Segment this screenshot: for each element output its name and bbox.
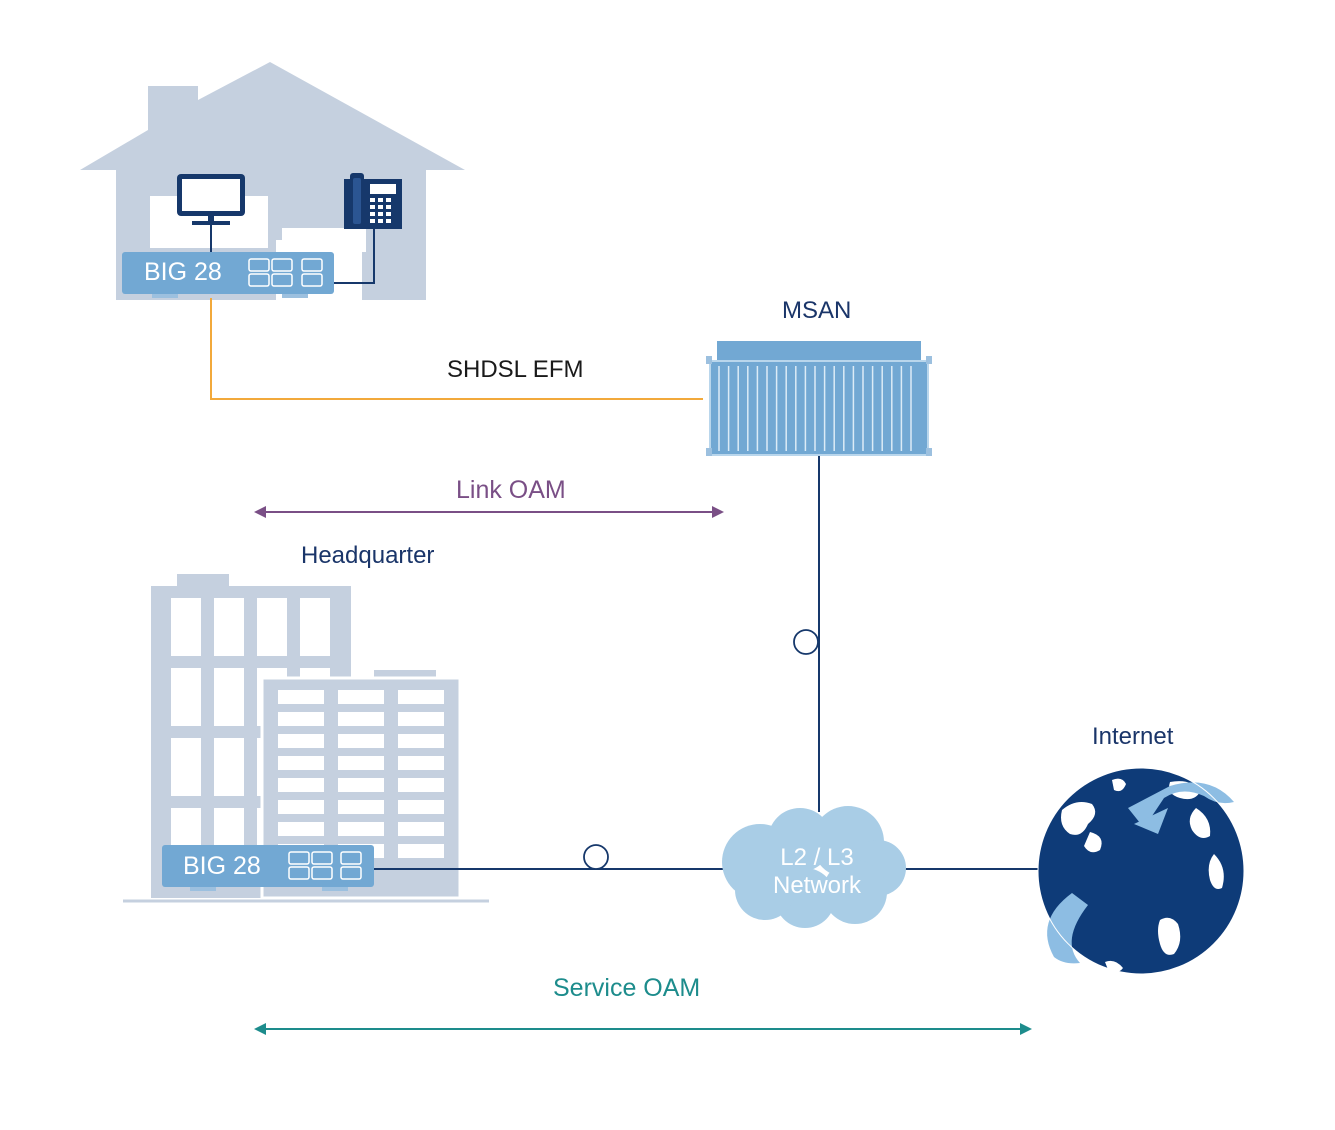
home-router-device [122,252,334,298]
rack-server-icon [706,341,932,456]
hq-device-label: BIG 28 [183,852,261,880]
cloud-label-line1: L2 / L3 [780,844,854,871]
cloud-icon [722,806,906,928]
service-oam-label: Service OAM [553,974,701,1002]
monitor-icon [177,174,245,252]
hq-link-mep [583,844,609,870]
msan-label: MSAN [782,297,852,324]
cloud-label-line2: Network [772,872,862,899]
msan-uplink-mep [793,629,819,655]
globe-icon [1037,767,1245,975]
home-device-label: BIG 28 [144,258,222,286]
internet-label: Internet [1092,723,1174,750]
phone-icon [334,173,402,284]
link-oam-label: Link OAM [456,476,566,504]
cloud-label: L2 / L3 Network [755,844,879,900]
hq-router-device [162,845,374,891]
shdsl-label: SHDSL EFM [447,356,584,383]
headquarter-label: Headquarter [301,542,435,569]
shdsl-line [210,298,703,400]
